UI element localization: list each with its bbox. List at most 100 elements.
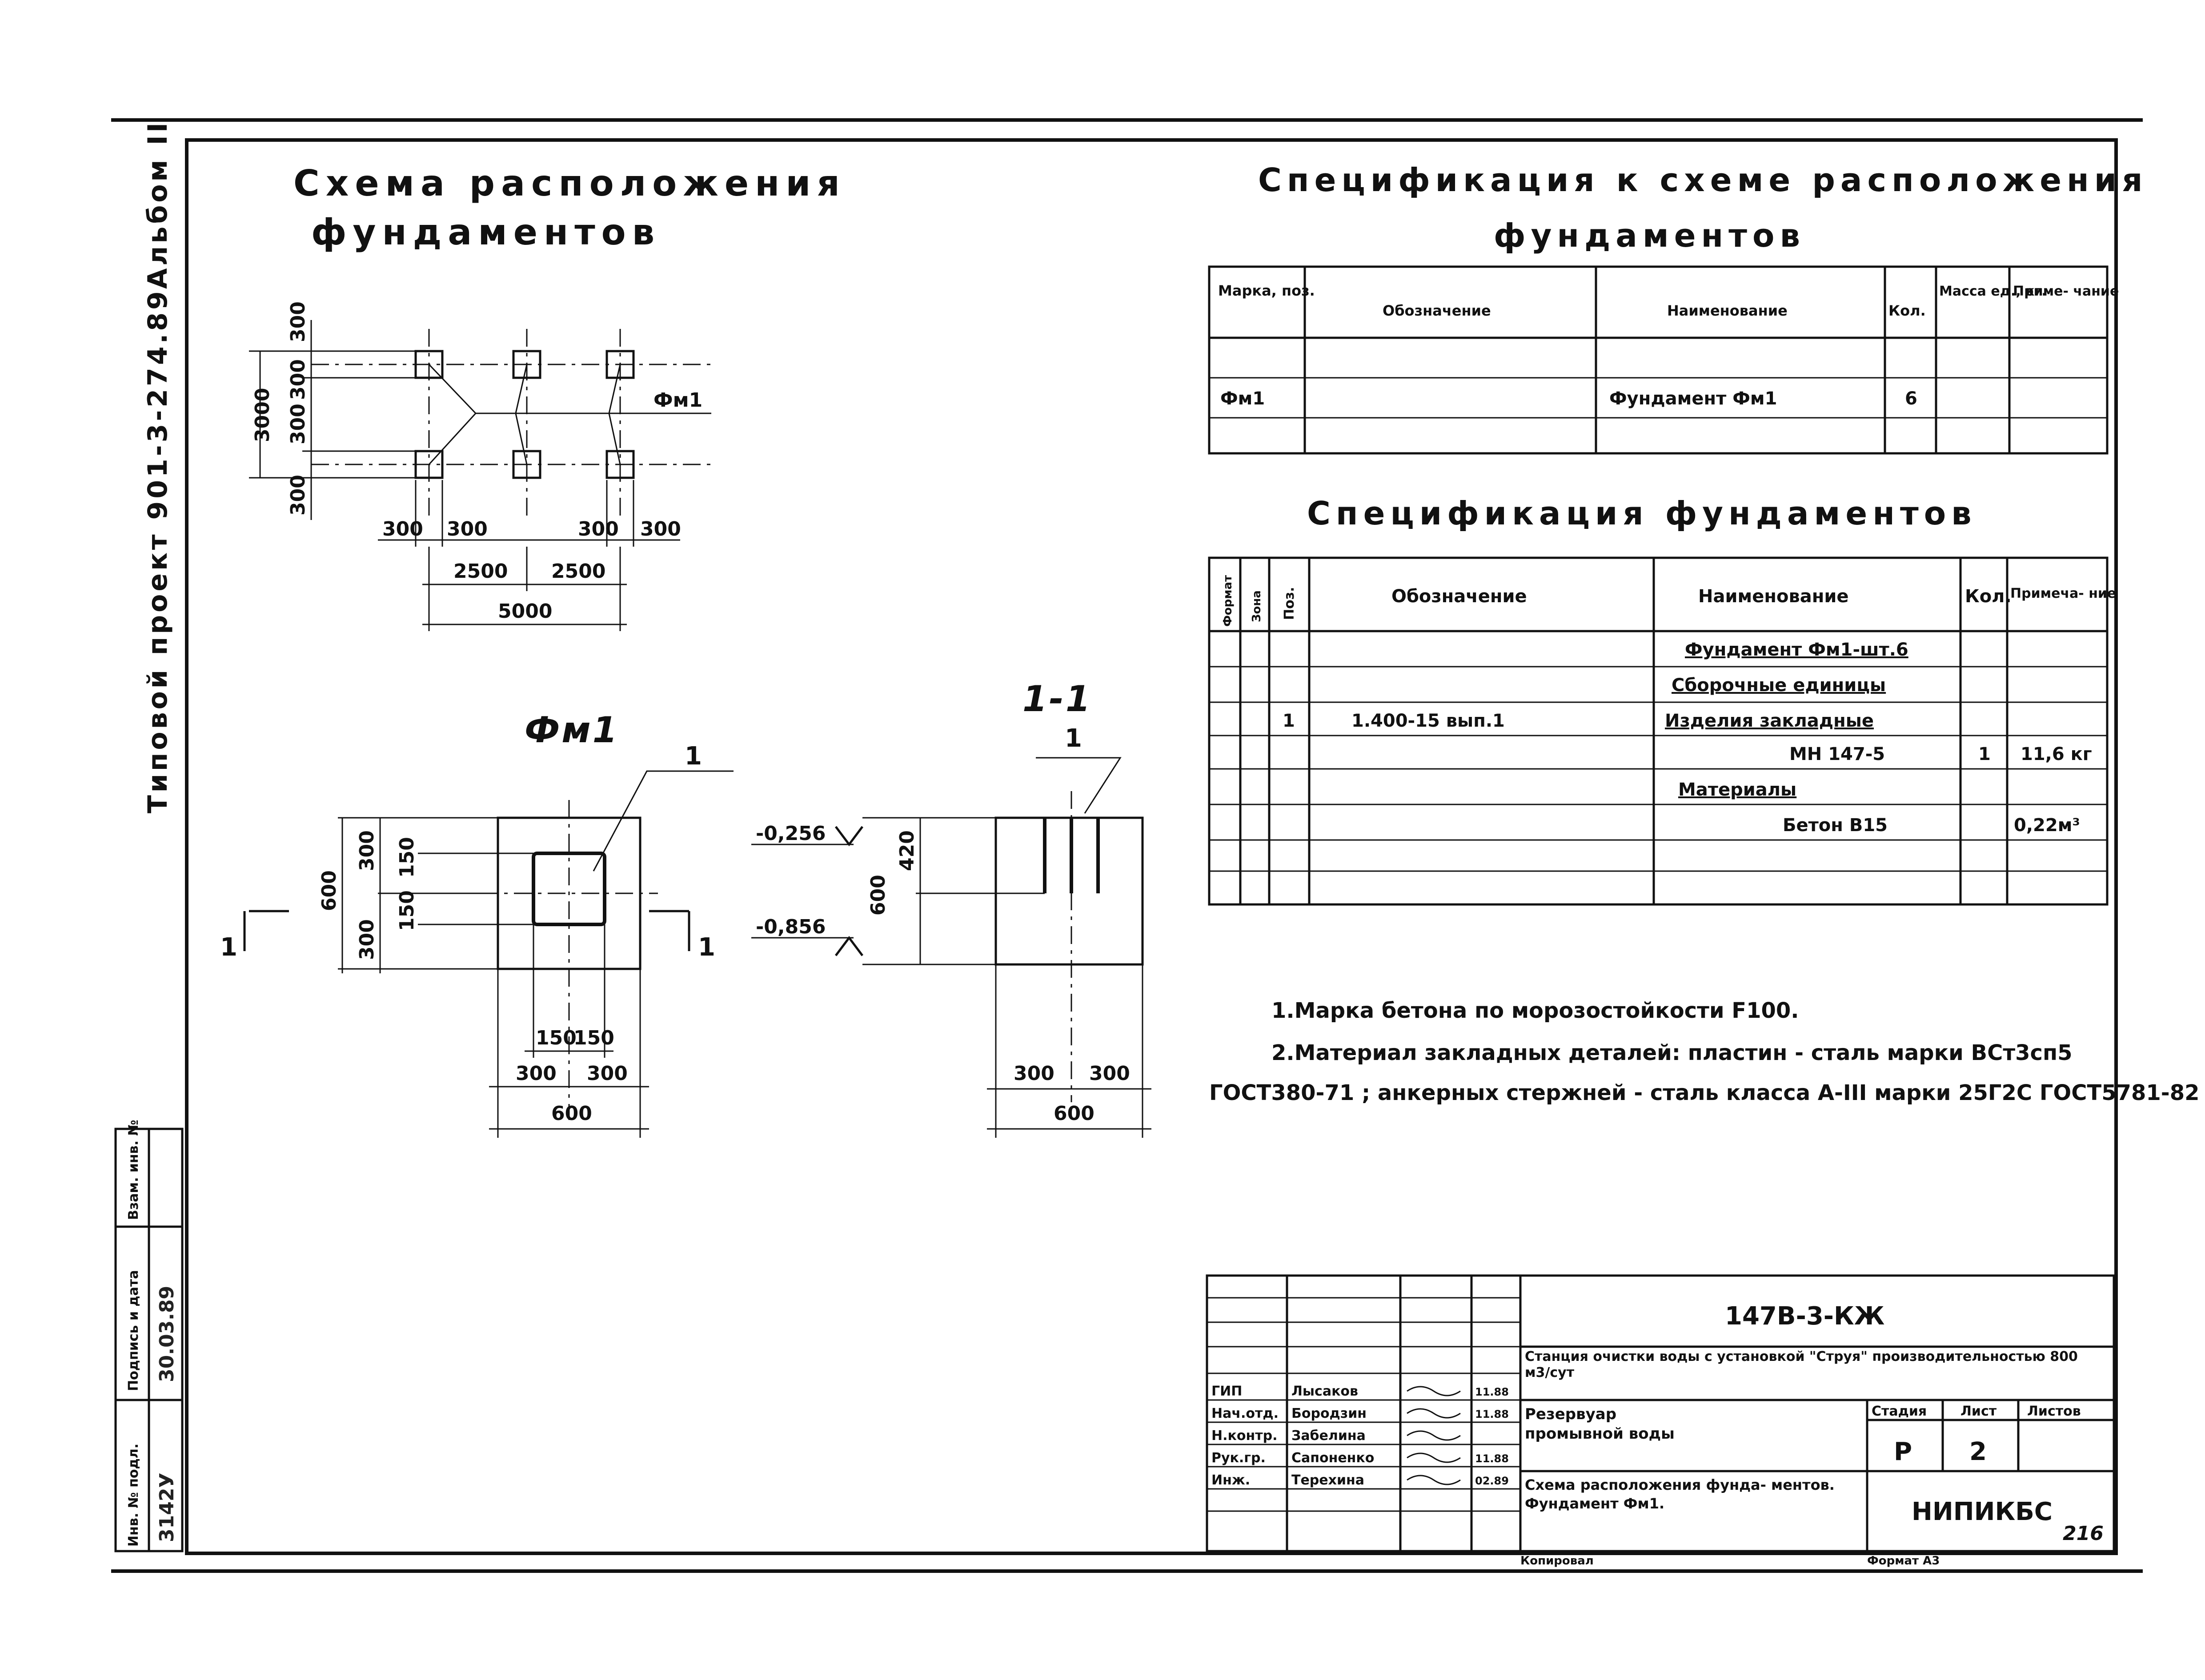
dim-text: 300	[1014, 1062, 1054, 1085]
foundation-block	[512, 350, 541, 379]
dim-text: 300	[356, 830, 378, 871]
tb-code: 147В-3-КЖ	[1725, 1302, 1884, 1331]
spec2-header-zone: Зона	[1250, 590, 1263, 622]
spec1-cell: Фундамент Фм1	[1609, 388, 1777, 409]
foundation-leader	[608, 364, 621, 414]
spec2-cell: Сборочные единицы	[1672, 675, 1886, 696]
tb-org: НИПИКБС	[1912, 1497, 2053, 1526]
layout-plan: Фм1 300 300 300 300 3000 300 300 300 300…	[249, 301, 711, 631]
spec2-header-pos: Поз.	[1282, 587, 1297, 620]
dim-text: 150	[396, 890, 418, 931]
foundation-leader	[515, 364, 528, 414]
title-block: ГИП Нач.отд. Н.контр. Рук.гр. Инж. Лысак…	[1206, 1274, 2115, 1552]
dim-overall-horizontal: 5000	[498, 600, 552, 623]
dim-text: 300	[287, 475, 309, 516]
dim-text: 300	[587, 1062, 628, 1085]
dim-text: 300	[287, 301, 309, 342]
spec1-header-qty: Кол.	[1888, 302, 1926, 319]
spec1-table: Марка, поз. Обозначение Наименование Кол…	[1208, 265, 2119, 455]
section-mark-left: 1	[220, 933, 237, 962]
strip-value-inv: 3142У	[156, 1473, 178, 1542]
tb-sheets-label: Листов	[2027, 1404, 2081, 1419]
tb-sheet-label: Лист	[1960, 1404, 1997, 1419]
dim-text: 300	[447, 518, 488, 540]
spec1-frame	[1208, 265, 2109, 455]
spec2-cell: 11,6 кг	[2021, 744, 2092, 764]
note-2: 2.Материал закладных деталей: пластин - …	[1271, 1040, 2073, 1065]
signature-mark	[1407, 1408, 1461, 1419]
layout-title-line1: Схема расположения	[293, 163, 846, 204]
tb-role: Инж.	[1211, 1472, 1250, 1488]
dim-text: 600	[551, 1102, 592, 1125]
tb-object-text: Станция очистки воды с установкой "Струя…	[1525, 1349, 2078, 1380]
strip-label-sign: Подпись и дата	[126, 1270, 141, 1391]
foundation-block	[605, 450, 635, 479]
signature-mark	[1407, 1430, 1461, 1441]
spec2-header-designation: Обозначение	[1391, 586, 1527, 607]
foundation-leader	[515, 413, 528, 465]
tb-structure: Резервуар промывной воды	[1525, 1405, 1675, 1443]
tb-name: Сапоненко	[1291, 1450, 1374, 1466]
section-leader-number: 1	[1065, 724, 1082, 753]
tb-stage: Р	[1894, 1437, 1912, 1466]
spec2-cell: МН 147-5	[1789, 744, 1885, 764]
dim-text: 300	[287, 404, 309, 444]
spec2-header-name: Наименование	[1698, 586, 1849, 607]
tb-sheet: 2	[1969, 1437, 1987, 1466]
spec1-title-line1: Спецификация к схеме расположения	[1258, 161, 2148, 199]
foundation-block	[512, 450, 541, 479]
album-label: Альбом II	[142, 120, 173, 289]
foundation-leader	[428, 364, 711, 414]
section-outline	[994, 816, 1144, 966]
spec1-header-note: Приме- чание	[2013, 284, 2119, 299]
tb-name: Терехина	[1291, 1472, 1364, 1488]
spec2-table: Формат Зона Поз. Обозначение Наименовани…	[1208, 556, 2116, 906]
dim-text: 150	[536, 1027, 577, 1049]
tb-page: 216	[2063, 1522, 2104, 1545]
dim-text: 300	[1089, 1062, 1130, 1085]
spec2-cell: Изделия закладные	[1665, 711, 1874, 731]
signature-mark	[1407, 1386, 1461, 1396]
format-label: Формат А3	[1867, 1554, 1940, 1568]
side-project-title: Типовой проект 901-3-274.89	[142, 288, 173, 813]
spec2-header-format: Формат	[1221, 575, 1235, 627]
fm1-plan: 1 1 1 600 300 300 150 150 150 150 300 30…	[220, 742, 734, 1138]
section-mark-right: 1	[698, 933, 715, 962]
tb-sheet-title-text: Схема расположения фунда- ментов. Фундам…	[1525, 1476, 1835, 1512]
drawing-frame	[185, 138, 2118, 1555]
dim-text: 150	[573, 1027, 614, 1049]
foundation-block	[605, 350, 635, 379]
tb-sheet-title: Схема расположения фунда- ментов. Фундам…	[1525, 1476, 1835, 1512]
dim-text: 300	[356, 919, 378, 960]
spec2-cell: 1	[1978, 744, 1991, 764]
title-block-frame	[1206, 1274, 2115, 1552]
spec2-title: Спецификация фундаментов	[1307, 495, 1977, 532]
spec2-cell: 1.400-15 вып.1	[1351, 711, 1505, 731]
copied-label: Копировал	[1520, 1554, 1594, 1568]
spec2-header-qty: Кол.	[1965, 586, 2012, 607]
spec2-cell: Материалы	[1678, 780, 1796, 800]
foundation-leader	[428, 412, 477, 465]
level-top: -0,256	[756, 822, 826, 845]
dim-text: 300	[382, 518, 423, 540]
dim-text: 300	[578, 518, 619, 540]
foundation-block	[414, 350, 444, 379]
tb-role: ГИП	[1211, 1384, 1242, 1399]
tb-name: Забелина	[1291, 1428, 1366, 1444]
tb-date: 11.88	[1475, 1386, 1509, 1398]
left-stamp-strip: Инв. № подл. Подпись и дата Взам. инв. №…	[114, 1120, 184, 1552]
fm1-leader-number: 1	[685, 742, 702, 771]
tb-role: Нач.отд.	[1211, 1406, 1279, 1421]
section-title: 1-1	[1022, 678, 1092, 720]
dim-text: 150	[396, 837, 418, 878]
dim-text: 2500	[551, 560, 605, 583]
spec1-header-mark: Марка, поз.	[1218, 282, 1315, 299]
signature-mark	[1407, 1475, 1461, 1485]
spec1-cell: 6	[1905, 388, 1917, 409]
spec1-header-mass: Масса ед., кг.	[1939, 284, 2047, 299]
section-leader	[1036, 757, 1122, 814]
dim-embed: 420	[896, 830, 918, 871]
strip-label-replace: Взам. инв. №	[126, 1120, 141, 1220]
strip-label-inv: Инв. № подл.	[126, 1444, 141, 1547]
